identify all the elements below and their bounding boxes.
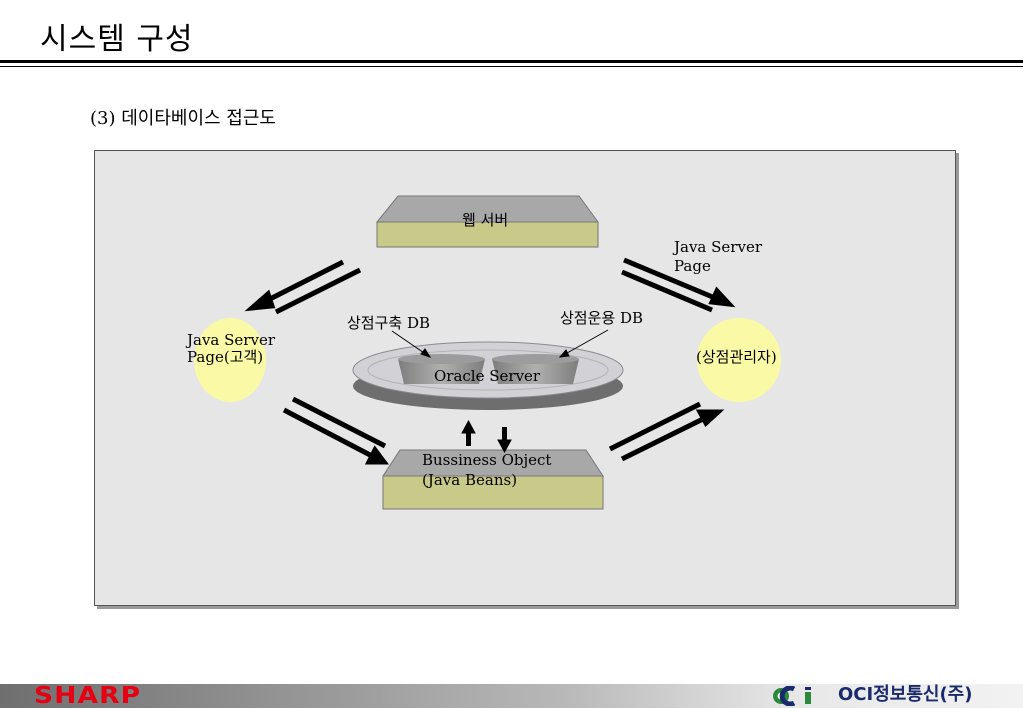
business-object-box — [382, 449, 604, 510]
admin-label: (상점관리자) — [696, 348, 777, 366]
sharp-logo: SHARP — [34, 683, 142, 709]
shop-build-db-icon — [398, 354, 485, 384]
title-rule — [0, 60, 1023, 63]
double-arrow-lower-left — [282, 396, 389, 465]
oracle-server-label: Oracle Server — [434, 367, 541, 385]
double-arrow-upper-right — [621, 257, 736, 313]
double-arrow-lower-right — [608, 401, 725, 462]
jsp-right-label-line2: Page — [674, 257, 711, 275]
oci-company-name: OCI정보통신(주) — [838, 684, 973, 705]
customer-label-line2: Page(고객) — [187, 348, 264, 366]
business-object-label-line1: Bussiness Object — [422, 451, 552, 469]
oci-logo-icon — [773, 686, 811, 706]
business-object-label-line2: (Java Beans) — [422, 471, 518, 489]
arrow-up — [461, 419, 476, 446]
admin-bubble — [697, 318, 781, 402]
arrow-down — [497, 427, 512, 454]
jsp-right-label-line1: Java Server — [674, 238, 762, 256]
footer-bar — [0, 684, 1023, 708]
customer-bubble — [194, 318, 266, 402]
shop-ops-db-label: 상점운용 DB — [560, 309, 644, 327]
shop-ops-db-icon — [492, 354, 579, 384]
web-server-label: 웹 서버 — [462, 211, 509, 229]
db-pointer-lines — [391, 329, 609, 358]
double-arrow-upper-left — [244, 259, 362, 315]
page-title: 시스템 구성 — [40, 22, 194, 57]
shop-build-db-label: 상점구축 DB — [347, 314, 431, 332]
title-rule-thin — [0, 66, 1023, 67]
customer-label-line1: Java Server — [187, 331, 275, 349]
section-subtitle: (3) 데이타베이스 접근도 — [90, 108, 276, 129]
web-server-box — [375, 195, 599, 248]
